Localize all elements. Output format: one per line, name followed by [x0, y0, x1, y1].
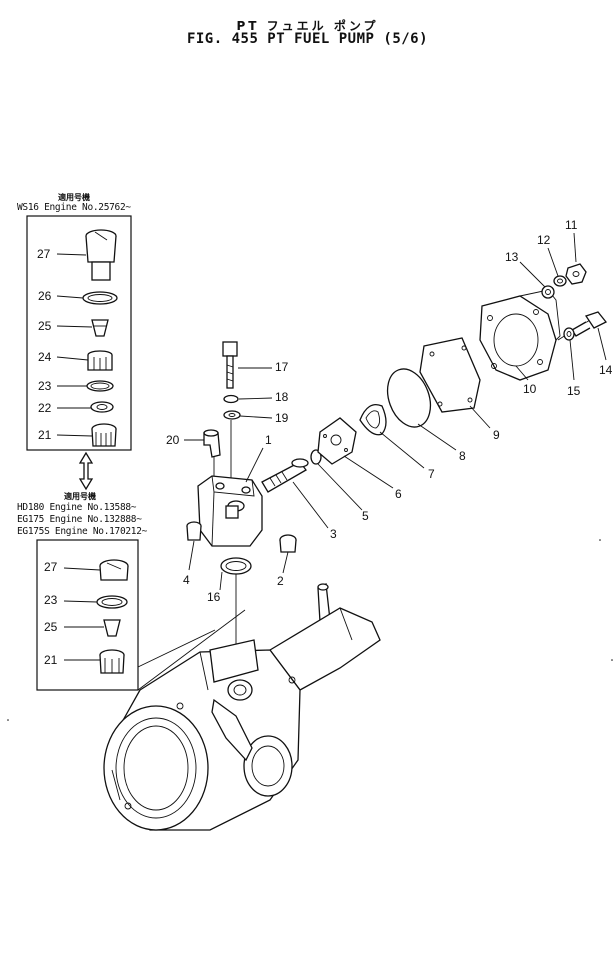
part-8-icon	[386, 368, 432, 428]
part-13-icon	[541, 285, 555, 299]
callout-19: 19	[275, 411, 289, 425]
part-12-icon	[553, 275, 567, 287]
callout-21-bottom: 21	[44, 653, 58, 667]
callout-4: 4	[183, 573, 190, 587]
callout-23-bottom: 23	[44, 593, 58, 607]
part-2-icon	[279, 534, 297, 553]
callout-24-top: 24	[38, 350, 52, 364]
callout-16: 16	[207, 590, 221, 604]
callout-8: 8	[459, 449, 466, 463]
callout-26-top: 26	[38, 289, 52, 303]
callout-12: 12	[537, 233, 551, 247]
callout-21-top: 21	[38, 428, 52, 442]
part-26-icon	[82, 291, 118, 305]
part-23b-icon	[96, 595, 128, 609]
part-11-icon	[565, 263, 587, 285]
inset-top-serial: WS16 Engine No.25762~	[17, 202, 131, 213]
part-18-icon	[223, 394, 239, 404]
part-9-icon	[419, 337, 481, 413]
part-22-icon	[90, 401, 114, 413]
callout-13: 13	[505, 250, 519, 264]
callout-3: 3	[330, 527, 337, 541]
callout-27-bottom: 27	[44, 560, 58, 574]
pump-assembly-icon	[103, 583, 381, 831]
inset-bottom-serial-3: EG175S Engine No.170212~	[17, 526, 148, 537]
inset-box-bottom	[36, 539, 139, 691]
part-20-icon	[203, 429, 221, 458]
inset-box-top	[26, 215, 132, 451]
callout-25-top: 25	[38, 319, 52, 333]
inset-bottom-serial-2: EG175 Engine No.132888~	[17, 514, 142, 525]
part-24-icon	[87, 350, 113, 371]
callout-11: 11	[565, 218, 578, 232]
part-10-icon	[479, 289, 561, 381]
inset-bottom-header: 適用号機	[64, 492, 96, 501]
part-19-icon	[223, 410, 241, 420]
callout-25-bottom: 25	[44, 620, 58, 634]
callout-10: 10	[523, 382, 537, 396]
callout-23-top: 23	[38, 379, 52, 393]
part-3-icon	[261, 458, 309, 493]
part-6-icon	[317, 417, 357, 465]
figure-title-japanese: PT フュエル ポンプ	[236, 19, 379, 33]
part-1-housing-icon	[197, 475, 263, 547]
callout-9: 9	[493, 428, 500, 442]
callout-18: 18	[275, 390, 289, 404]
inset-top-header: 適用号機	[58, 193, 90, 202]
callout-2: 2	[277, 574, 284, 588]
callout-15: 15	[567, 384, 581, 398]
callout-5: 5	[362, 509, 369, 523]
double-arrow-icon	[78, 451, 94, 491]
callout-27-top: 27	[37, 247, 51, 261]
part-5-icon	[310, 449, 322, 465]
part-17-icon	[222, 341, 238, 389]
part-27b-icon	[99, 559, 129, 581]
callout-14: 14	[599, 363, 613, 377]
part-16-icon	[220, 557, 252, 575]
part-7-icon	[359, 403, 387, 436]
callout-1: 1	[265, 433, 272, 447]
inset-bottom-serial-1: HD180 Engine No.13588~	[17, 502, 137, 513]
part-25b-icon	[103, 619, 121, 637]
part-4-icon	[186, 521, 202, 541]
part-15-icon	[563, 327, 575, 341]
callout-6: 6	[395, 487, 402, 501]
figure-title: FIG. 455 PT FUEL PUMP (5/6)	[186, 31, 429, 47]
callout-17: 17	[275, 360, 289, 374]
part-25-icon	[91, 319, 109, 337]
callout-20: 20	[166, 433, 180, 447]
callout-22-top: 22	[38, 401, 52, 415]
part-14-icon	[571, 311, 608, 337]
part-21b-icon	[99, 649, 125, 674]
part-21-icon	[91, 423, 117, 447]
part-23-icon	[86, 380, 114, 392]
callout-7: 7	[428, 467, 435, 481]
part-27-icon	[85, 229, 117, 281]
